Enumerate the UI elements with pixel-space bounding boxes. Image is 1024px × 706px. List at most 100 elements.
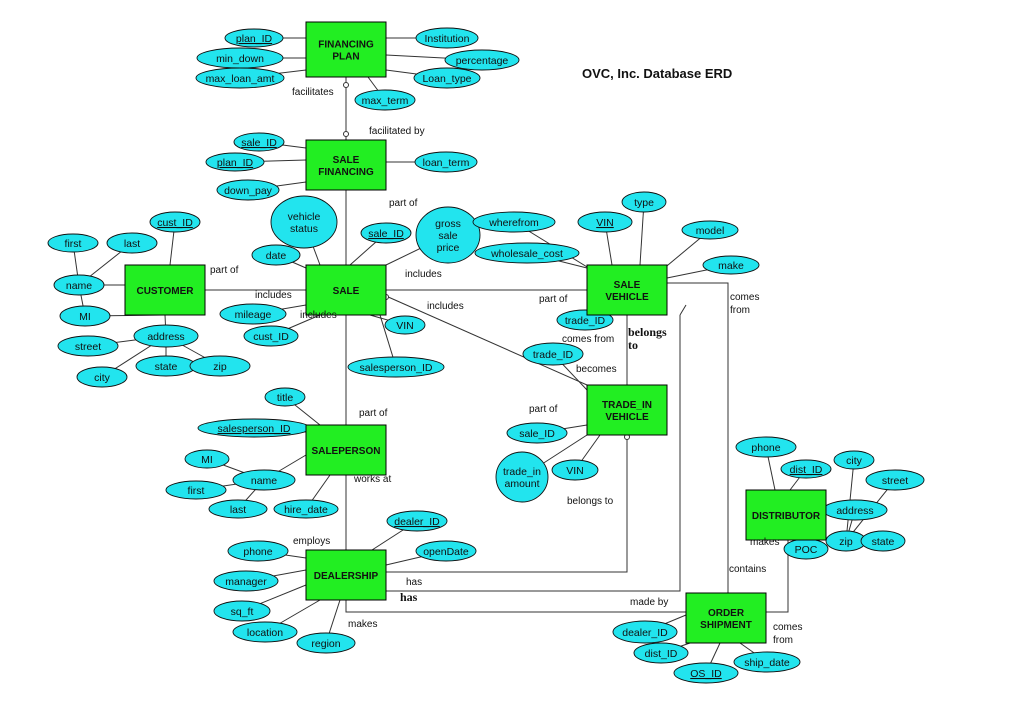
attribute-label: plan_ID (217, 157, 254, 169)
attribute-ellipse (386, 510, 448, 532)
entity-distributor: DISTRIBUTOR (745, 489, 827, 541)
attribute-ellipse (106, 232, 158, 254)
relationship-text: belongs to (567, 496, 614, 507)
attribute-sq-ft: sq_ft (213, 600, 271, 622)
connector-lines (72, 37, 896, 674)
attribute-min-down: min_down (196, 47, 284, 69)
relationship-line (679, 304, 687, 316)
attribute-ellipse (205, 152, 265, 172)
attribute-label: down_pay (224, 185, 273, 197)
attribute-label: trade_ID (565, 315, 606, 327)
entity-box (685, 592, 767, 644)
attribute-label: first (188, 485, 205, 497)
attribute-label: min_down (216, 53, 264, 65)
entity-box (586, 384, 668, 436)
attribute-label: max_term (362, 95, 409, 107)
relationship-text: from (730, 305, 750, 316)
attribute-label: make (718, 260, 744, 272)
attribute-ellipse (219, 303, 287, 325)
attribute-last: last (208, 499, 268, 519)
attribute-ellipse (621, 191, 667, 213)
attribute-loan-type: Loan_type (413, 67, 481, 89)
relationship-label-works-at: works at (353, 474, 391, 485)
attribute-label: ship_date (744, 657, 790, 669)
relationship-text: part of (210, 265, 239, 276)
attribute-opendate: openDate (415, 540, 477, 562)
attribute-label: hire_date (284, 504, 328, 516)
attribute-label: status (290, 223, 318, 235)
attribute-label: dist_ID (790, 464, 823, 476)
attribute-max-loan-amt: max_loan_amt (195, 67, 285, 89)
relationship-label-part-of: part of (389, 198, 418, 209)
entity-label: FINANCING (318, 167, 374, 178)
attribute-ellipse (264, 387, 306, 407)
relationship-text: belongs (628, 325, 667, 339)
attribute-label: zip (839, 536, 853, 548)
attribute-zip: zip (825, 530, 867, 552)
attribute-mileage: mileage (219, 303, 287, 325)
attribute-ellipse (227, 540, 289, 562)
attribute-sale-id: sale_ID (233, 132, 285, 152)
attribute-label: cust_ID (253, 331, 289, 343)
attribute-location: location (232, 621, 298, 643)
attribute-label: sale_ID (241, 137, 277, 149)
entity-label: DEALERSHIP (314, 571, 379, 582)
relationship-text: works at (353, 474, 391, 485)
relationship-text: employs (293, 536, 330, 547)
attribute-city: city (833, 450, 875, 470)
attribute-plan-id: plan_ID (224, 28, 284, 48)
relationship-text: facilitated by (369, 126, 425, 137)
attribute-ellipse (189, 355, 251, 377)
relationship-text: comes (730, 292, 759, 303)
attribute-label: Institution (425, 33, 470, 45)
attribute-label: plan_ID (236, 33, 273, 45)
attribute-dist-id: dist_ID (780, 459, 832, 479)
relationship-text: part of (529, 404, 558, 415)
attribute-ellipse (59, 305, 111, 327)
attribute-ellipse (735, 436, 797, 458)
relationship-label-part-of: part of (539, 294, 568, 305)
attribute-ellipse (76, 366, 128, 388)
relationship-line (386, 315, 681, 592)
relationship-label-part-of: part of (210, 265, 239, 276)
attribute-type: type (621, 191, 667, 213)
attribute-state: state (860, 530, 906, 552)
attribute-salesperson-id: salesperson_ID (347, 356, 445, 378)
relationship-label-facilitates: facilitates (292, 87, 334, 98)
attribute-ellipse (415, 540, 477, 562)
attribute-ellipse (780, 459, 832, 479)
attribute-ellipse (53, 274, 105, 296)
entity-dealership: DEALERSHIP (305, 549, 387, 601)
attribute-name: name (53, 274, 105, 296)
attribute-label: dealer_ID (394, 516, 440, 528)
attribute-ellipse (633, 642, 689, 664)
attribute-ellipse (415, 206, 481, 264)
attribute-label: wherefrom (488, 217, 539, 229)
attribute-label: address (147, 331, 184, 343)
attribute-phone: phone (227, 540, 289, 562)
entity-box (305, 21, 387, 78)
entity-box (124, 264, 206, 316)
attribute-ellipse (213, 570, 279, 592)
attribute-ellipse (612, 620, 678, 644)
relationship-text: makes (348, 619, 377, 630)
relationship-label-makes: makes (348, 619, 377, 630)
attribute-vin: VIN (577, 211, 633, 233)
attribute-ellipse (224, 28, 284, 48)
attribute-region: region (296, 632, 356, 654)
attribute-zip: zip (189, 355, 251, 377)
attribute-poc: POC (783, 538, 829, 560)
attribute-first: first (47, 233, 99, 253)
attribute-ellipse (860, 530, 906, 552)
attribute-ellipse (47, 233, 99, 253)
attribute-label: dist_ID (645, 648, 678, 660)
attribute-label: city (94, 372, 111, 384)
attribute-street: street (57, 335, 119, 357)
attribute-street: street (865, 469, 925, 491)
attribute-dealer-id: dealer_ID (612, 620, 678, 644)
